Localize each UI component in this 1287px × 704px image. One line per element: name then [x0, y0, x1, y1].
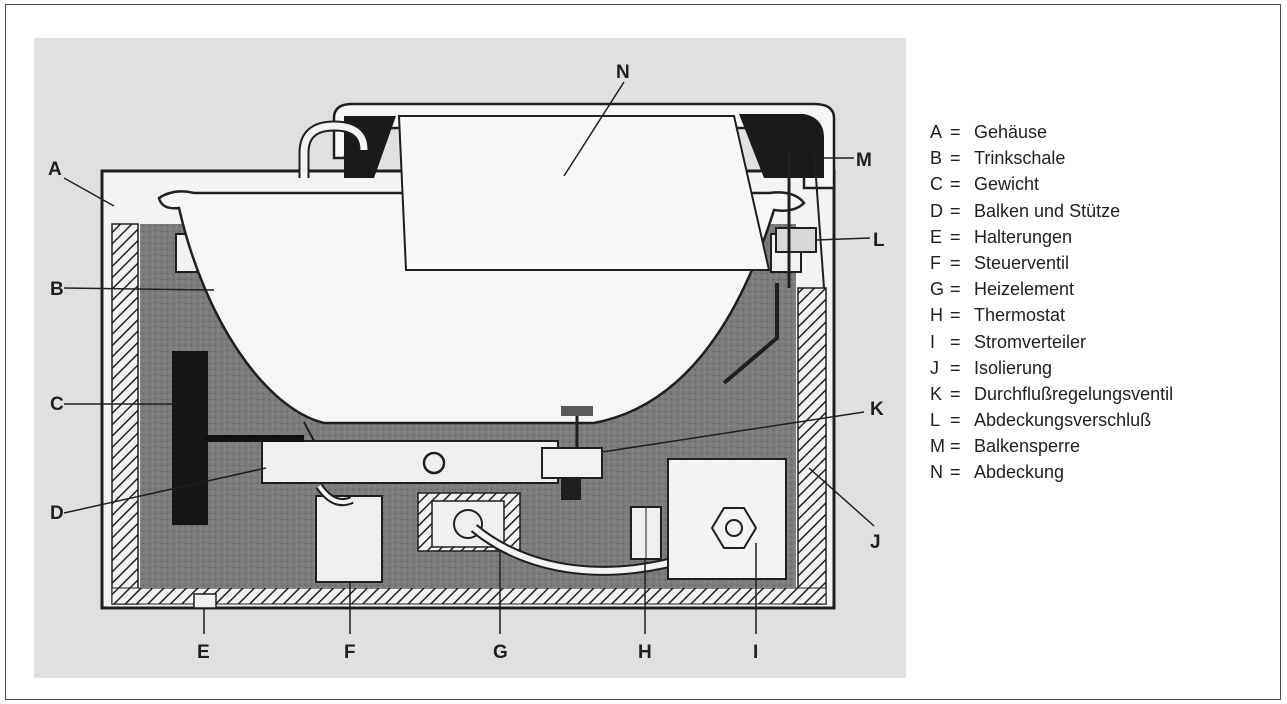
legend-item: C=Gewicht [930, 174, 1040, 195]
callout-m: M [856, 150, 872, 171]
legend-item: L=Abdeckungsverschluß [930, 410, 1152, 431]
beam-arm [204, 435, 304, 442]
legend-item: K=Durchflußregelungsventil [930, 383, 1174, 404]
callout-j: J [870, 532, 881, 553]
bar-lock-rod [722, 283, 779, 385]
cutaway-diagram: A B C D E F G H I J K L M N [34, 38, 906, 678]
callout-c: C [50, 394, 64, 415]
parts-legend: A=Gehäuse B=Trinkschale C=Gewicht D=Balk… [930, 119, 1173, 486]
legend-item: G=Heizelement [930, 279, 1075, 300]
left-insulation [111, 223, 139, 605]
callout-l: L [873, 230, 885, 251]
callout-h: H [638, 642, 652, 663]
legend-item: I=Stromverteiler [930, 331, 1087, 352]
legend-item: J=Isolierung [930, 357, 1053, 378]
legend-item: A=Gehäuse [930, 122, 1048, 142]
cover-latch [775, 227, 817, 253]
legend-item: E=Halterungen [930, 226, 1073, 247]
cover-seal-right [739, 114, 824, 178]
bottom-insulation [111, 587, 827, 605]
mount-foot [193, 593, 217, 609]
callout-e: E [197, 642, 210, 663]
leader-lines [63, 81, 875, 634]
callout-a: A [48, 159, 62, 180]
legend-item: H=Thermostat [930, 305, 1066, 326]
callout-n: N [616, 62, 630, 83]
callout-f: F [344, 642, 356, 663]
valve-knob [561, 406, 593, 416]
callout-b: B [50, 279, 64, 300]
legend-item: B=Trinkschale [930, 148, 1066, 169]
flow-valve [541, 447, 603, 479]
beam-pivot [422, 451, 446, 475]
legend-item: M=Balkensperre [930, 436, 1081, 457]
beam [261, 440, 559, 484]
cover-insert [397, 115, 771, 271]
callout-g: G [493, 642, 508, 663]
callout-d: D [50, 503, 64, 524]
control-valve [315, 495, 383, 583]
right-insulation [797, 287, 827, 605]
diagram-frame [5, 4, 1281, 700]
valve-base [561, 478, 581, 500]
callout-i: I [753, 642, 758, 663]
legend-item: N=Abdeckung [930, 462, 1065, 483]
callout-k: K [870, 399, 884, 420]
legend-item: F=Steuerventil [930, 252, 1070, 273]
drinking-trough-cross-section: A B C D E F G H I J K L M N [48, 62, 885, 663]
weight [172, 351, 208, 525]
legend-item: D=Balken und Stütze [930, 200, 1121, 221]
